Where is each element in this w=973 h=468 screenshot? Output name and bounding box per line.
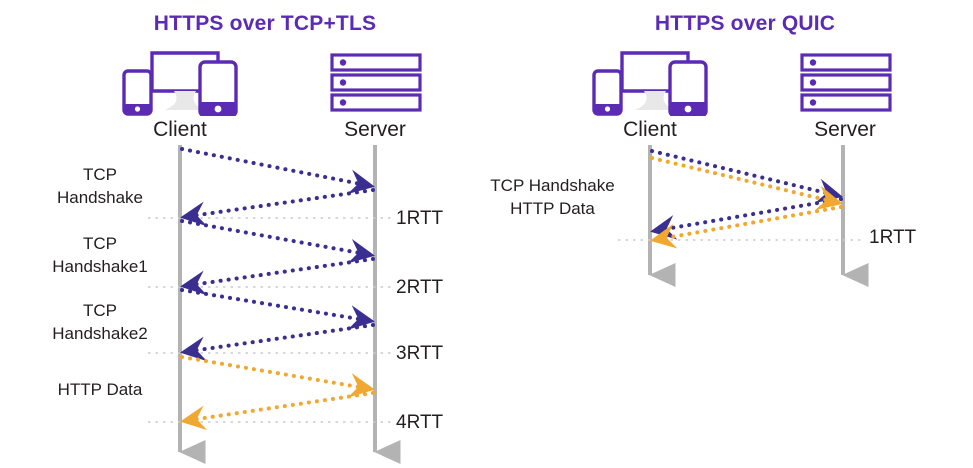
arrow-quic-response-purple [650, 197, 843, 240]
arrow-http-data-request [180, 355, 375, 398]
actor-label-client-left: Client [153, 118, 207, 141]
message-label-tcp-handshake1: TCP Handshake1 [52, 234, 148, 276]
server-rack-icon [800, 53, 892, 113]
rtt-marker-3-left: 3RTT [396, 343, 444, 364]
arrow-tcp-handshake2-request [180, 288, 375, 330]
server-rack-icon [330, 53, 422, 113]
arrow-quic-request-purple [650, 149, 843, 204]
rtt-marker-4-left: 4RTT [396, 412, 444, 433]
message-label-tcp-handshake2: TCP Handshake2 [52, 301, 148, 343]
client-devices-icon [592, 50, 708, 118]
arrow-quic-response-orange [650, 205, 843, 249]
arrow-tcp-handshake2-response [180, 323, 375, 362]
message-label-tcp-handshake: TCP Handshake [56, 165, 143, 207]
rtt-marker-1-left: 1RTT [396, 208, 444, 229]
arrow-tcp-handshake-request [180, 147, 375, 195]
arrow-tcp-handshake-response [180, 188, 375, 227]
rtt-marker-1-right: 1RTT [869, 227, 917, 248]
actor-label-server-right: Server [814, 118, 876, 141]
arrow-tcp-handshake1-request [180, 219, 375, 264]
client-devices-icon [122, 50, 238, 118]
panel-title-quic: HTTPS over QUIC [654, 12, 836, 35]
arrow-http-data-response [180, 391, 375, 431]
panel-quic [618, 145, 869, 287]
rtt-marker-2-left: 2RTT [396, 277, 444, 298]
message-label-quic-combined: TCP Handshake HTTP Data [490, 176, 615, 218]
arrow-tcp-handshake1-response [180, 257, 375, 296]
arrow-quic-request-orange [650, 156, 843, 211]
panel-title-tcp-tls: HTTPS over TCP+TLS [153, 12, 377, 35]
actor-label-client-right: Client [623, 118, 677, 141]
message-label-http-data: HTTP Data [57, 380, 143, 399]
actor-label-server-left: Server [344, 118, 406, 141]
panel-tcp-tls [148, 145, 401, 464]
